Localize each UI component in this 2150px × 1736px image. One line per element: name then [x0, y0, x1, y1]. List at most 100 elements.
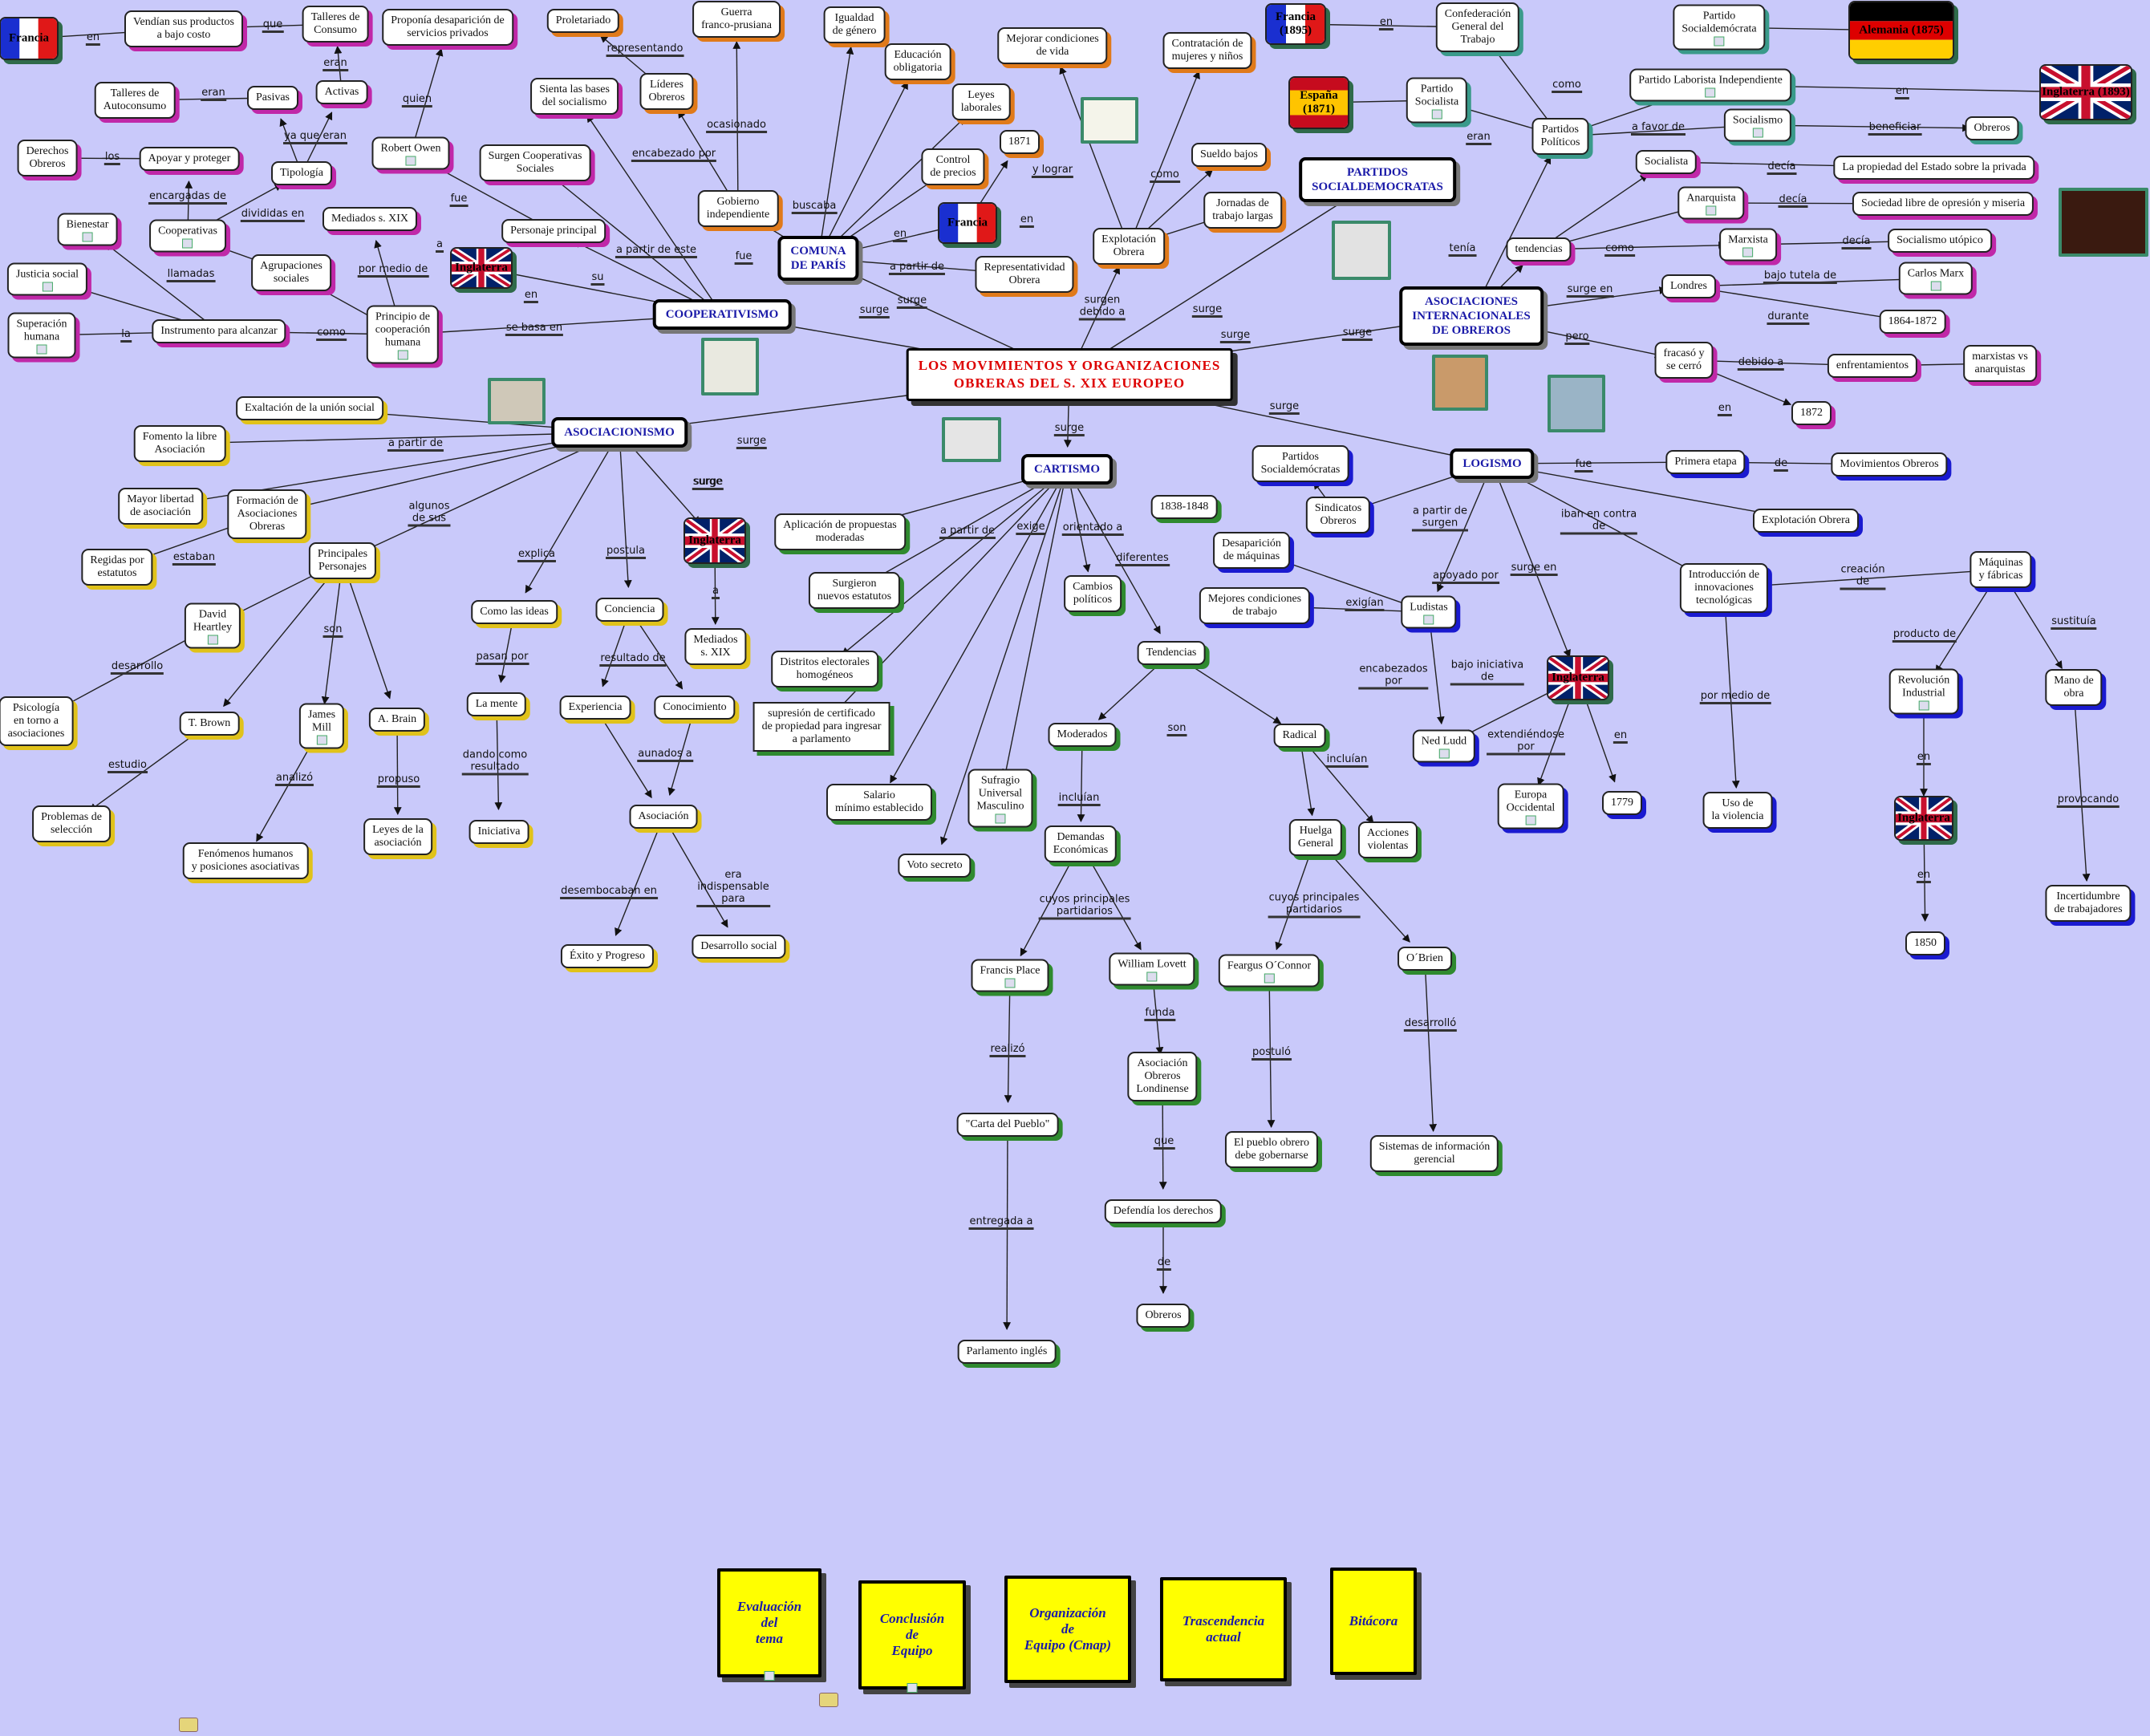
uk-flag-icon[interactable]: Inglaterra — [1547, 655, 1609, 700]
node-mano[interactable]: Mano de obra — [2045, 669, 2102, 706]
node-revolucion[interactable]: Revolución Industrial — [1889, 669, 1959, 715]
node-control[interactable]: Control de precios — [921, 148, 984, 185]
node-instrumento[interactable]: Instrumento para alcanzar — [152, 319, 286, 343]
node-igualdad[interactable]: Igualdad de género — [824, 6, 886, 43]
node-y1864[interactable]: 1864-1872 — [1880, 310, 1946, 334]
node-main[interactable]: LOS MOVIMIENTOS Y ORGANIZACIONES OBRERAS… — [907, 348, 1233, 401]
node-partidos-pol[interactable]: Partidos Políticos — [1531, 118, 1588, 155]
node-sufragio[interactable]: Sufragio Universal Masculino — [968, 769, 1032, 828]
document-icon[interactable] — [183, 239, 193, 249]
node-defendia[interactable]: Defendía los derechos — [1105, 1199, 1222, 1223]
node-regidas[interactable]: Regidas por estatutos — [81, 549, 152, 586]
node-surgen-coop[interactable]: Surgen Cooperativas Sociales — [480, 144, 591, 181]
node-justicia[interactable]: Justicia social — [7, 263, 87, 296]
node-leyes-lab[interactable]: Leyes laborales — [952, 83, 1011, 120]
node-logi[interactable]: LOGISMO — [1450, 448, 1534, 479]
node-distritos[interactable]: Distritos electorales homogéneos — [771, 651, 878, 688]
node-demandas[interactable]: Demandas Económicas — [1045, 825, 1117, 862]
node-apoyar[interactable]: Apoyar y proteger — [140, 147, 240, 171]
node-guerra[interactable]: Guerra franco-prusiana — [692, 1, 781, 38]
document-icon[interactable] — [1918, 701, 1929, 711]
node-sociedad-libre[interactable]: Sociedad libre de opresión y miseria — [1852, 192, 2034, 216]
node-sienta[interactable]: Sienta las bases del socialismo — [530, 78, 619, 115]
document-icon[interactable] — [1525, 816, 1535, 825]
france-flag-icon[interactable]: Francia — [0, 17, 59, 60]
document-icon[interactable] — [1930, 282, 1941, 291]
node-socialismo[interactable]: Socialismo — [1724, 109, 1791, 142]
node-talleres-a[interactable]: Talleres de Autoconsumo — [95, 82, 176, 119]
document-icon[interactable] — [1264, 974, 1275, 984]
document-icon[interactable] — [397, 351, 408, 360]
node-uso[interactable]: Uso de la violencia — [1703, 792, 1773, 829]
node-sistemas[interactable]: Sistemas de información gerencial — [1370, 1135, 1499, 1172]
node-obreros1[interactable]: Obreros — [1965, 116, 2018, 140]
document-icon[interactable] — [1752, 128, 1763, 138]
document-icon[interactable] — [907, 1683, 918, 1693]
node-desarrollo[interactable]: Desarrollo social — [692, 935, 785, 959]
node-bitacora[interactable]: Bitácora — [1330, 1568, 1417, 1675]
node-sueldo[interactable]: Sueldo bajos — [1191, 143, 1267, 167]
node-fenomenos[interactable]: Fenómenos humanos y posiciones asociativ… — [183, 842, 309, 879]
node-pueblo[interactable]: El pueblo obrero debe gobernarse — [1225, 1131, 1318, 1168]
node-coop[interactable]: COOPERATIVISMO — [653, 299, 792, 330]
node-mente[interactable]: La mente — [467, 692, 526, 716]
node-socialista[interactable]: Socialista — [1636, 150, 1697, 174]
node-enfrent[interactable]: enfrentamientos — [1828, 354, 1917, 378]
node-cambios[interactable]: Cambios políticos — [1064, 575, 1122, 612]
node-mayor[interactable]: Mayor libertad de asociación — [118, 488, 203, 525]
node-francis[interactable]: Francis Place — [971, 959, 1049, 992]
node-cart[interactable]: CARTISMO — [1021, 454, 1113, 485]
node-brain[interactable]: A. Brain — [369, 708, 425, 732]
document-icon[interactable] — [207, 635, 217, 645]
uk-flag-icon[interactable]: Inglaterra — [1894, 796, 1953, 841]
document-icon[interactable] — [1423, 615, 1434, 625]
node-aio[interactable]: ASOCIACIONES INTERNACIONALES DE OBREROS — [1399, 286, 1544, 346]
node-aplicacion[interactable]: Aplicación de propuestas moderadas — [774, 513, 906, 550]
document-icon[interactable] — [405, 156, 416, 166]
document-icon[interactable] — [36, 345, 47, 355]
node-cooperativas[interactable]: Cooperativas — [149, 220, 226, 253]
node-principales[interactable]: Principales Personajes — [309, 542, 376, 579]
node-principio[interactable]: Principio de cooperación humana — [367, 306, 439, 364]
node-propiedad[interactable]: La propiedad del Estado sobre la privada — [1833, 156, 2034, 180]
node-fracaso[interactable]: fracasó y se cerró — [1655, 342, 1714, 379]
node-partidos-s-d2[interactable]: Partidos Socialdemócratas — [1252, 445, 1349, 482]
document-icon[interactable] — [1714, 37, 1724, 47]
document-icon[interactable] — [1438, 749, 1449, 759]
node-carta[interactable]: "Carta del Pueblo" — [957, 1113, 1059, 1137]
node-acciones[interactable]: Acciones violentas — [1358, 821, 1418, 858]
node-formacion[interactable]: Formación de Asociaciones Obreras — [227, 489, 306, 539]
node-supresion[interactable]: supresión de certificado de propiedad pa… — [753, 702, 890, 752]
document-icon[interactable] — [765, 1671, 775, 1681]
node-y1871[interactable]: 1871 — [1000, 130, 1040, 154]
node-anarquista[interactable]: Anarquista — [1677, 187, 1744, 220]
document-icon[interactable] — [1742, 248, 1753, 258]
link-icon[interactable] — [819, 1693, 838, 1707]
node-brown[interactable]: T. Brown — [180, 712, 240, 736]
node-europa[interactable]: Europa Occidental — [1498, 784, 1564, 829]
node-superacion[interactable]: Superación humana — [8, 313, 76, 359]
node-soc-utopico[interactable]: Socialismo utópico — [1888, 229, 1992, 253]
node-psicologia[interactable]: Psicología en torno a asociaciones — [0, 696, 73, 746]
node-comu[interactable]: COMUNA DE PARÍS — [777, 236, 858, 281]
node-evaluacion[interactable]: Evaluación del tema — [717, 1568, 821, 1677]
node-iniciativa[interactable]: Iniciativa — [469, 820, 529, 844]
document-icon[interactable] — [83, 233, 93, 242]
node-exaltacion[interactable]: Exaltación de la unión social — [236, 396, 383, 420]
node-proponia[interactable]: Proponía desaparición de servicios priva… — [382, 9, 513, 46]
france-flag-icon[interactable]: Francia — [938, 202, 997, 244]
node-partido-soc[interactable]: Partido Socialista — [1406, 78, 1467, 124]
node-proletariado[interactable]: Proletariado — [547, 9, 619, 33]
node-asoc-londinense[interactable]: Asociación Obreros Londinense — [1127, 1052, 1197, 1101]
node-ludistas[interactable]: Ludistas — [1401, 596, 1456, 629]
node-david[interactable]: David Heartley — [185, 603, 241, 649]
node-contratacion[interactable]: Contratación de mujeres y niños — [1162, 32, 1251, 69]
node-vendian[interactable]: Vendían sus productos a bajo costo — [124, 10, 243, 47]
node-parlamento[interactable]: Parlamento inglés — [958, 1340, 1057, 1364]
node-tendencias1[interactable]: tendencias — [1506, 237, 1571, 262]
document-icon[interactable] — [1147, 972, 1158, 982]
node-personaje[interactable]: Personaje principal — [501, 219, 606, 243]
node-y1872[interactable]: 1872 — [1791, 401, 1832, 425]
node-y1850[interactable]: 1850 — [1905, 931, 1945, 955]
document-icon[interactable] — [995, 814, 1005, 824]
